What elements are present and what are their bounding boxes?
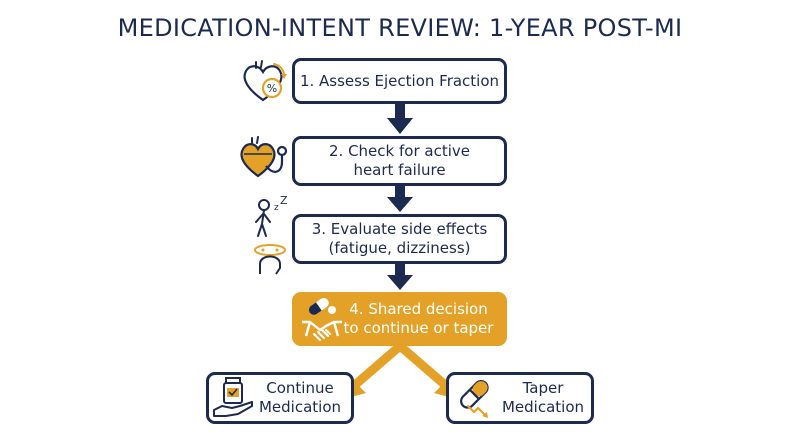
arrow-2-to-3 [387, 186, 413, 212]
step-3-label-line-1: 3. Evaluate side effects [311, 220, 488, 238]
step-3-label-line-2: (fatigue, dizziness) [328, 239, 471, 257]
arrow-3-to-4 [387, 264, 413, 290]
taper-medication-box: Taper Medication [446, 372, 594, 424]
step-4-label-line-2: to continue or taper [343, 319, 494, 337]
heart-stethoscope-icon [240, 136, 288, 178]
capsule-decrease-icon [460, 380, 489, 418]
medicine-bottle-hand-icon [213, 377, 253, 417]
heart-percent-icon: % [243, 60, 287, 102]
svg-text:%: % [267, 82, 277, 95]
svg-text:z: z [274, 203, 279, 213]
step-1-box: 1. Assess Ejection Fraction [292, 58, 507, 104]
step-4-label-line-1: 4. Shared decision [349, 300, 488, 318]
step-2-label-line-1: 2. Check for active [329, 142, 470, 160]
taper-label-line-1: Taper [522, 379, 564, 397]
pills-icon [308, 297, 336, 315]
step-2-label-line-2: heart failure [353, 161, 446, 179]
handshake-icon [302, 320, 342, 342]
svg-text:Z: Z [280, 196, 288, 207]
tired-person-icon: z Z [255, 196, 288, 237]
dizzy-head-icon [254, 244, 286, 275]
diagram-title: MEDICATION-INTENT REVIEW: 1-YEAR POST-MI [117, 14, 683, 42]
step-1-label: 1. Assess Ejection Fraction [299, 71, 500, 90]
continue-label-line-1: Continue [266, 379, 334, 397]
step-3-box: 3. Evaluate side effects (fatigue, dizzi… [292, 214, 507, 264]
step-2-box: 2. Check for active heart failure [292, 136, 507, 186]
arrow-1-to-2 [387, 104, 413, 134]
continue-label-line-2: Medication [258, 398, 342, 416]
taper-label-line-2: Medication [501, 398, 585, 416]
